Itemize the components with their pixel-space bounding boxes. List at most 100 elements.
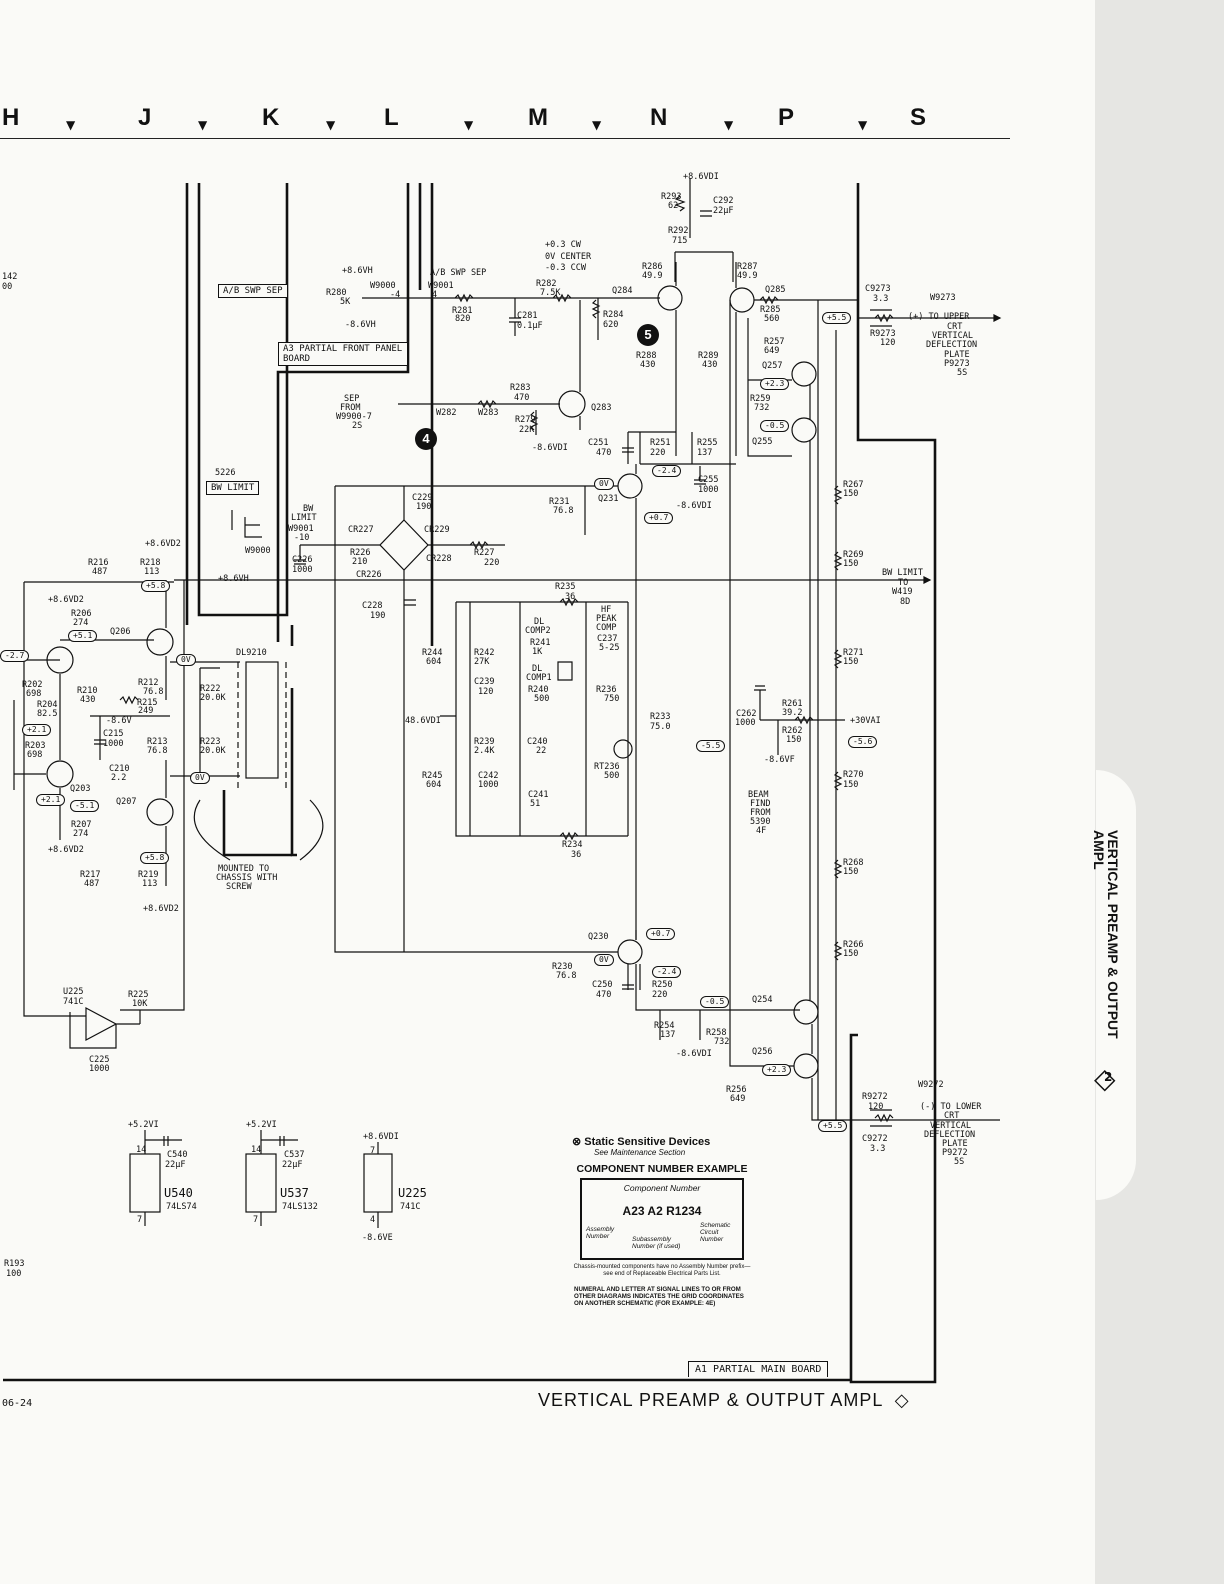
component-label: R282 — [536, 279, 557, 289]
grid-marker: ▼ — [464, 118, 474, 132]
component-label: C281 — [517, 311, 538, 321]
ab-swp-sep-box: A/B SWP SEP — [218, 284, 288, 298]
component-label: 3.3 — [870, 1144, 886, 1154]
component-label: W283 — [478, 408, 499, 418]
component-label: Q254 — [752, 995, 773, 1005]
component-label: 0V CENTER — [545, 252, 592, 262]
legend-sub: See Maintenance Section — [594, 1148, 686, 1157]
component-label: CRT — [944, 1111, 960, 1121]
component-label: 715 — [672, 236, 688, 246]
component-label: PEAK — [596, 614, 617, 624]
component-label: R267 — [843, 480, 864, 490]
component-label: 210 — [352, 557, 368, 567]
component-label: 470 — [514, 393, 530, 403]
grid-marker: ▼ — [198, 118, 208, 132]
component-label: W282 — [436, 408, 457, 418]
component-label: -8.6VDI — [676, 501, 712, 511]
voltage-badge: +5.8 — [140, 852, 170, 864]
component-label: 732 — [754, 403, 770, 413]
component-label: 190 — [370, 611, 386, 621]
component-label: 51 — [530, 799, 541, 809]
chip-name: U537 — [280, 1186, 309, 1200]
component-label: 137 — [660, 1030, 676, 1040]
component-label: Q206 — [110, 627, 131, 637]
component-label: C255 — [698, 475, 719, 485]
component-label: Q257 — [762, 361, 783, 371]
component-label: 500 — [604, 771, 620, 781]
component-label: 100 — [6, 1269, 22, 1279]
component-label: C229 — [412, 493, 433, 503]
component-label: 487 — [84, 879, 100, 889]
component-label: W419 — [892, 587, 913, 597]
voltage-badge: +2.1 — [22, 724, 52, 736]
legend-title: COMPONENT NUMBER EXAMPLE — [576, 1163, 748, 1175]
diagram-number-icon: ◇2 — [1094, 1062, 1116, 1095]
component-label: R288 — [636, 351, 657, 361]
component-label: R218 — [140, 558, 161, 568]
component-label: Q284 — [612, 286, 633, 296]
component-label: P9272 — [942, 1148, 968, 1158]
component-label: R269 — [843, 550, 864, 560]
grid-letter: K — [262, 104, 280, 131]
component-label: DL — [534, 617, 545, 627]
component-label: R250 — [652, 980, 673, 990]
component-label: R245 — [422, 771, 443, 781]
component-label: 150 — [843, 949, 859, 959]
component-number-title: Component Number — [623, 1183, 701, 1193]
component-label: 732 — [714, 1037, 730, 1047]
component-label: Q231 — [598, 494, 619, 504]
component-label: CR227 — [348, 525, 374, 535]
component-label: W9273 — [930, 293, 956, 303]
component-label: 7 — [370, 1146, 376, 1156]
component-label: R286 — [642, 262, 663, 272]
component-label: Q207 — [116, 797, 137, 807]
component-label: DL — [532, 664, 543, 674]
component-label: C240 — [527, 737, 548, 747]
component-label: 76.8 — [556, 971, 577, 981]
component-label: 1000 — [292, 565, 313, 575]
component-label: BW LIMIT — [882, 568, 923, 578]
component-label: 142 — [2, 272, 18, 282]
grid-letter: P — [778, 104, 795, 131]
chip-part: 74LS74 — [166, 1202, 197, 1212]
voltage-badge: +5.5 — [818, 1120, 848, 1132]
component-label: 741C — [63, 997, 84, 1007]
component-label: TO — [898, 578, 909, 588]
component-label: 150 — [843, 489, 859, 499]
static-warning-icon: ⊗ — [572, 1136, 582, 1148]
component-label: Q255 — [752, 437, 773, 447]
component-label: R289 — [698, 351, 719, 361]
component-label: 249 — [138, 706, 154, 716]
component-label: W9272 — [918, 1080, 944, 1090]
component-label: R292 — [668, 226, 689, 236]
component-label: 36 — [565, 592, 576, 602]
component-label: 36 — [571, 850, 582, 860]
component-label: 0.1μF — [517, 321, 543, 331]
component-label: PLATE — [944, 350, 970, 360]
component-label: C9272 — [862, 1134, 888, 1144]
component-label: 430 — [702, 360, 718, 370]
component-label: Q230 — [588, 932, 609, 942]
component-label: R9273 — [870, 329, 896, 339]
diagram-number: 2 — [1104, 1070, 1113, 1084]
component-label: 22μF — [713, 206, 734, 216]
voltage-badge: +5.1 — [68, 630, 98, 642]
component-label: 8D — [900, 597, 911, 607]
voltage-badge: +5.5 — [822, 312, 852, 324]
component-label: FROM — [340, 403, 361, 413]
test-point-4: 4 — [415, 428, 437, 450]
component-label: R193 — [4, 1259, 25, 1269]
component-label: C215 — [103, 729, 124, 739]
component-label: 7 — [137, 1215, 143, 1225]
page-code: 06-24 — [2, 1398, 33, 1409]
component-label: CRT — [947, 322, 963, 332]
component-label: 500 — [534, 694, 550, 704]
component-label: 22 — [536, 746, 547, 756]
component-label: C210 — [109, 764, 130, 774]
component-label: 1K — [532, 647, 543, 657]
component-label: PLATE — [942, 1139, 968, 1149]
component-label: COMP — [596, 623, 617, 633]
component-label: 4 — [432, 290, 438, 300]
component-label: 220 — [650, 448, 666, 458]
component-label: R213 — [147, 737, 168, 747]
